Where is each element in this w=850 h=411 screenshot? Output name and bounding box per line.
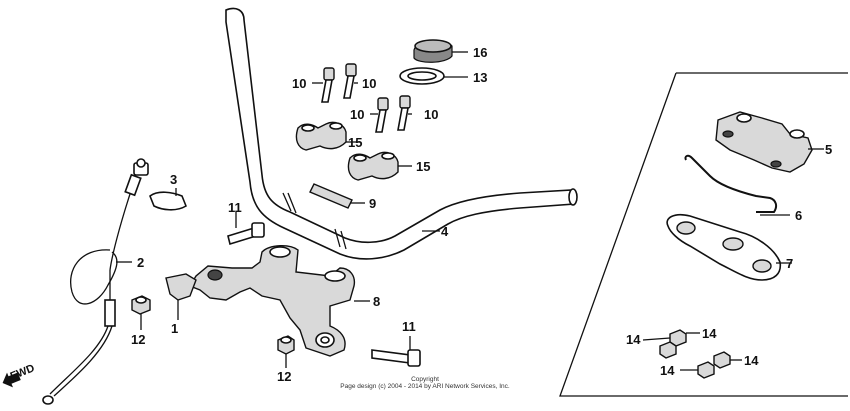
callout-14-b: 14 xyxy=(702,326,717,341)
cable-guide xyxy=(149,191,187,211)
nut-12-right xyxy=(277,335,295,355)
copyright-line-1: Copyright xyxy=(411,376,439,383)
forward-arrow-icon xyxy=(2,372,21,388)
callout-11-a: 11 xyxy=(228,200,242,215)
callout-3: 3 xyxy=(170,172,177,187)
callout-13: 13 xyxy=(473,70,487,85)
callout-8: 8 xyxy=(373,294,380,309)
callout-1: 1 xyxy=(171,321,178,336)
sleeve-9 xyxy=(309,183,353,209)
cap-16 xyxy=(413,39,453,63)
callout-10-a: 10 xyxy=(292,76,306,91)
callout-5: 5 xyxy=(825,142,832,157)
handlebar-holder xyxy=(188,245,356,357)
bolt-10-c xyxy=(375,97,389,133)
fwd-label: FWD xyxy=(9,362,37,383)
bolt-11-lower xyxy=(371,349,421,367)
throttle-bracket xyxy=(165,273,197,301)
handlebar xyxy=(225,7,578,260)
inset-panel-border xyxy=(559,72,848,397)
holder-5 xyxy=(715,111,813,173)
grip-mark-left xyxy=(282,192,297,214)
bolt-14-d xyxy=(697,361,715,379)
callout-6: 6 xyxy=(795,208,802,223)
bolt-10-d xyxy=(397,95,411,131)
copyright-line-2: Page design (c) 2004 - 2014 by ARI Netwo… xyxy=(340,383,510,390)
throttle-cable xyxy=(42,158,149,405)
plate-7 xyxy=(666,213,782,281)
callout-15-a: 15 xyxy=(348,135,362,150)
callout-11-b: 11 xyxy=(402,319,416,334)
bolt-14-c xyxy=(713,351,731,369)
callout-14-c: 14 xyxy=(744,353,759,368)
washer-13 xyxy=(399,67,445,85)
callout-14-a: 14 xyxy=(626,332,641,347)
bolt-10-a xyxy=(321,67,335,103)
leader-lines xyxy=(116,51,824,371)
bolt-14-b xyxy=(659,341,677,359)
bolt-11-upper xyxy=(227,222,265,246)
upper-holder-15-right xyxy=(347,151,399,181)
callout-12-a: 12 xyxy=(131,332,145,347)
callout-10-d: 10 xyxy=(424,107,438,122)
upper-holder-15-left xyxy=(295,121,347,151)
grip-mark-right xyxy=(334,228,347,250)
bolt-10-b xyxy=(343,63,357,99)
callout-14-d: 14 xyxy=(660,363,675,378)
callout-15-b: 15 xyxy=(416,159,430,174)
callout-4: 4 xyxy=(441,224,449,239)
callout-12-b: 12 xyxy=(277,369,291,384)
callout-16: 16 xyxy=(473,45,487,60)
callout-9: 9 xyxy=(369,196,376,211)
callout-2: 2 xyxy=(137,255,144,270)
wire-6 xyxy=(684,154,778,213)
callout-10-b: 10 xyxy=(362,76,376,91)
nut-12-left xyxy=(131,295,151,315)
callout-7: 7 xyxy=(786,256,793,271)
callout-10-c: 10 xyxy=(350,107,364,122)
